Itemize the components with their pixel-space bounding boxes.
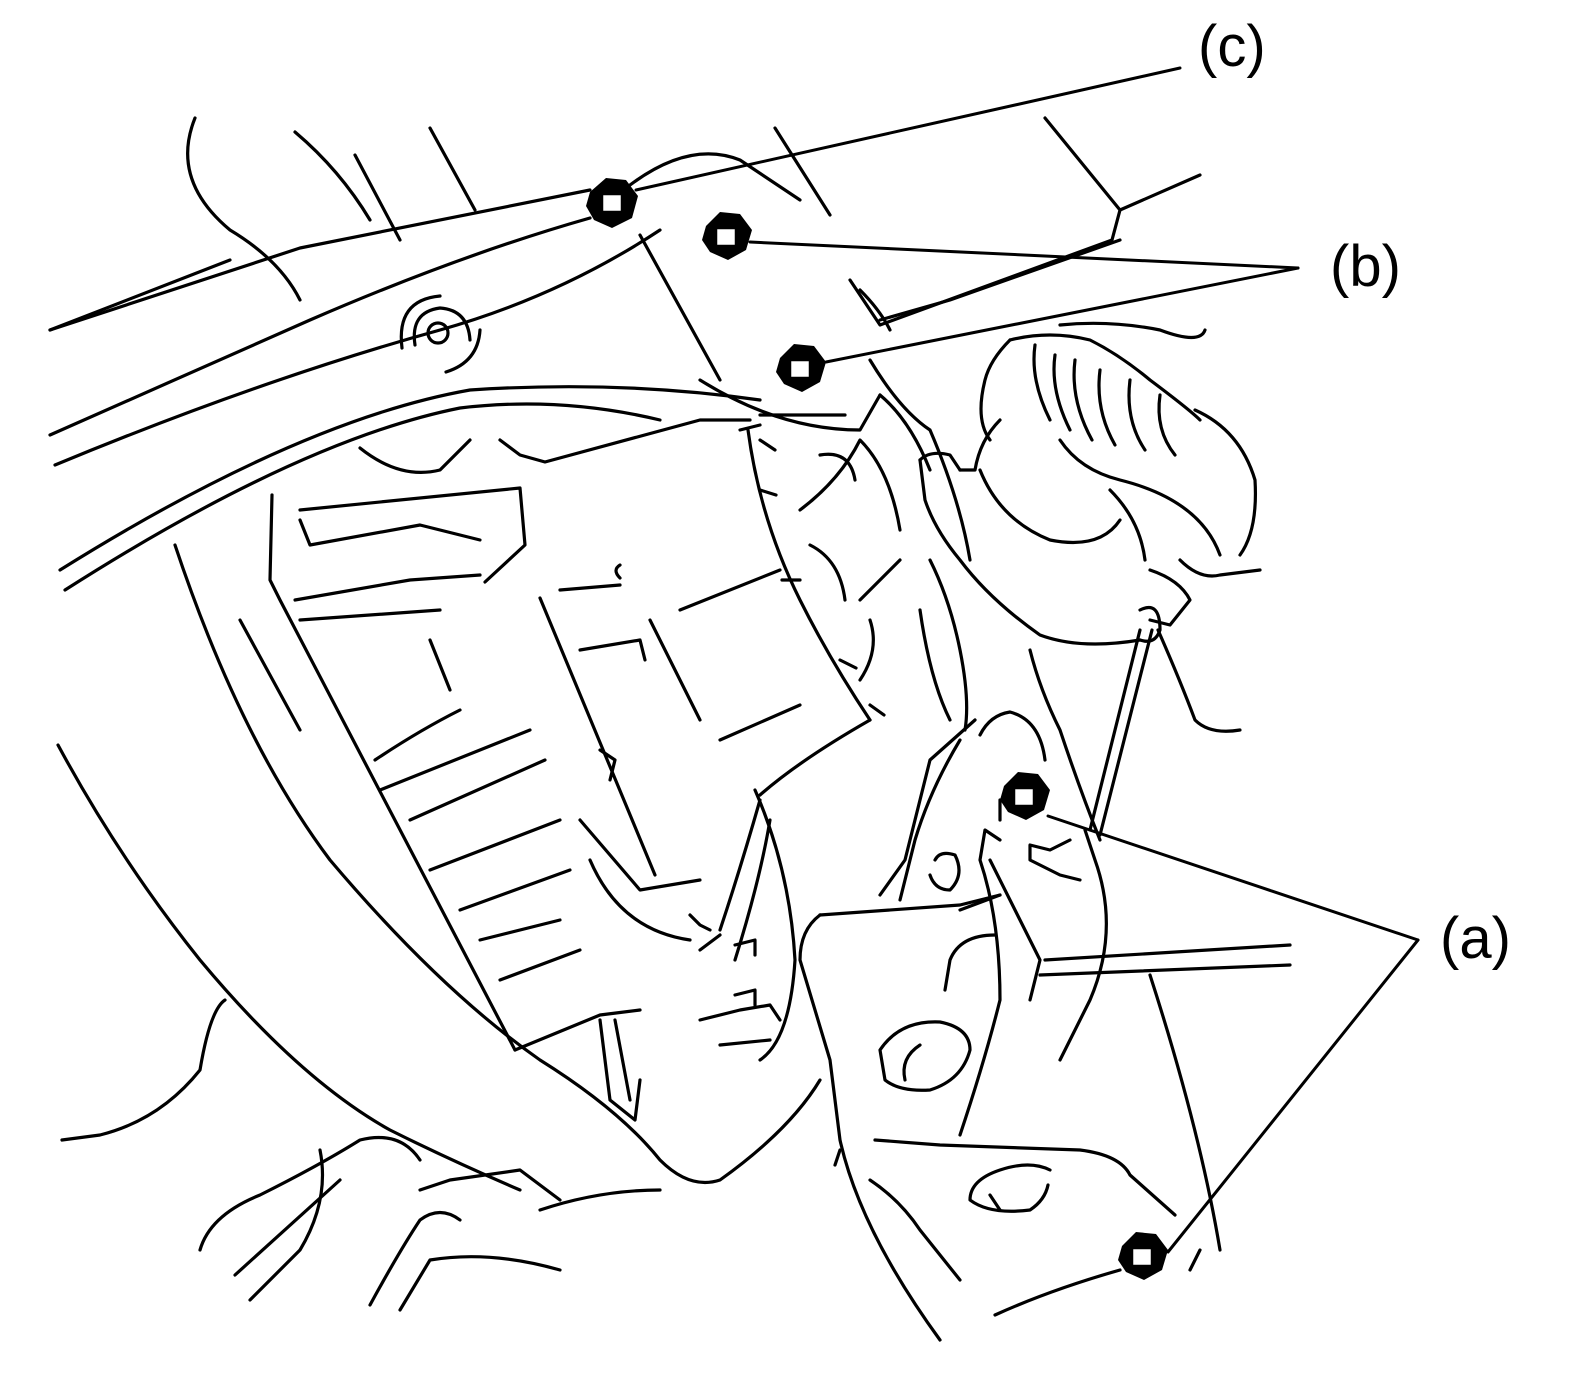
transmission-case [238, 413, 902, 1122]
leader-a-lower [1166, 938, 1420, 1254]
bolt-c [586, 178, 638, 228]
grommet [399, 294, 482, 374]
support-arm [738, 288, 972, 732]
leader-c [634, 66, 1182, 192]
leader-b-upper [748, 240, 1300, 270]
drive-shaft-boot [918, 321, 1262, 842]
callout-label-c: (c) [1198, 14, 1266, 79]
leader-lines [634, 66, 1420, 1254]
bolt-b-upper [702, 212, 752, 260]
body-contours [56, 543, 822, 1312]
leader-a-upper [1046, 814, 1420, 942]
mount-bracket [798, 710, 1292, 1342]
bolt-a-lower [1118, 1232, 1168, 1280]
leader-b-lower [824, 266, 1300, 364]
bolt-b-lower [776, 344, 826, 392]
callout-label-a: (a) [1440, 906, 1511, 971]
callout-label-b: (b) [1330, 234, 1401, 299]
crossmember [48, 152, 882, 592]
upper-body-structure [186, 116, 1202, 327]
bracket-cap [878, 1020, 972, 1092]
bolt-a-upper [1000, 772, 1050, 820]
